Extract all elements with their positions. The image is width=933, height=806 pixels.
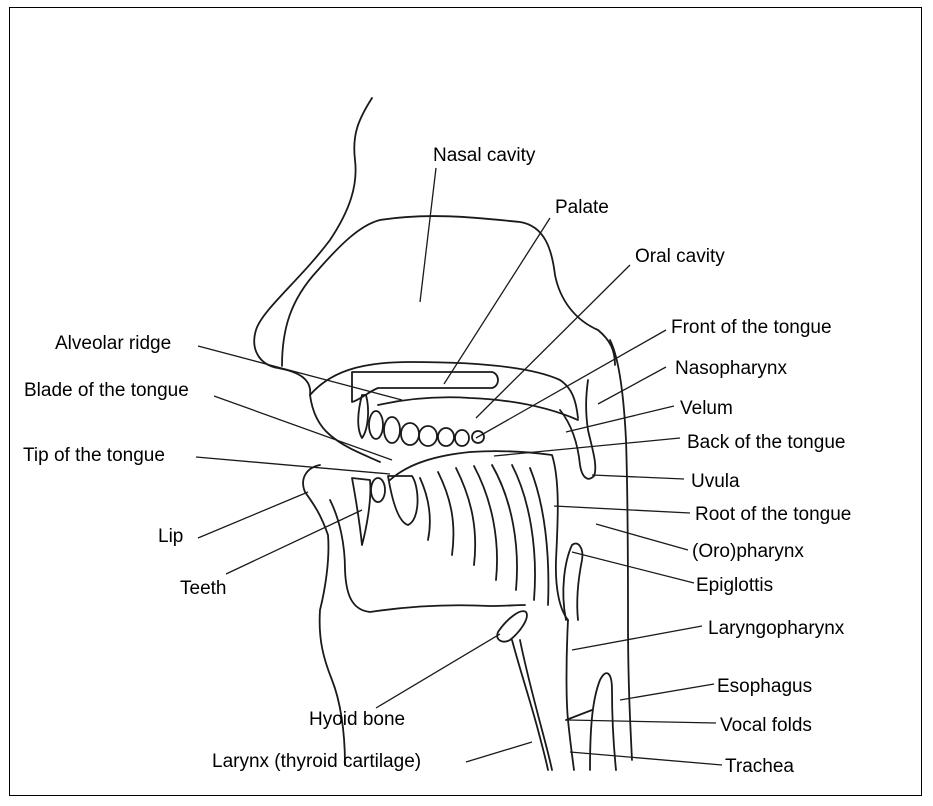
label-oral-cavity: Oral cavity xyxy=(635,246,725,267)
larynx-front xyxy=(567,620,575,770)
label-blade-of-tongue: Blade of the tongue xyxy=(24,380,189,401)
pharynx-back-wall xyxy=(610,340,632,760)
leader-tip-tongue xyxy=(196,457,390,474)
hyoid-bone-shape xyxy=(497,611,527,641)
label-alveolar-ridge: Alveolar ridge xyxy=(55,333,171,354)
upper-teeth xyxy=(358,395,484,446)
leader-root-tongue xyxy=(554,506,690,513)
label-hyoid-bone: Hyoid bone xyxy=(309,709,405,730)
leader-lip xyxy=(198,492,308,538)
leader-oral-cavity xyxy=(476,265,630,418)
label-esophagus: Esophagus xyxy=(717,676,812,697)
label-velum: Velum xyxy=(680,398,733,419)
vocal-fold-shape xyxy=(566,710,592,720)
label-root-of-tongue: Root of the tongue xyxy=(695,504,851,525)
leader-larynx xyxy=(466,742,532,762)
leader-alveolar-ridge xyxy=(198,346,402,400)
leader-esophagus xyxy=(620,684,714,700)
label-vocal-folds: Vocal folds xyxy=(720,715,812,736)
face-outline xyxy=(254,98,372,395)
label-nasal-cavity: Nasal cavity xyxy=(433,145,536,166)
label-trachea: Trachea xyxy=(725,756,794,777)
leader-oropharynx xyxy=(596,524,688,550)
label-epiglottis: Epiglottis xyxy=(696,575,773,596)
label-uvula: Uvula xyxy=(691,471,740,492)
palate-outline xyxy=(310,362,578,418)
label-tip-of-tongue: Tip of the tongue xyxy=(23,445,165,466)
thyroid-cartilage-2 xyxy=(520,640,552,770)
label-larynx: Larynx (thyroid cartilage) xyxy=(212,751,421,772)
leader-teeth xyxy=(226,510,362,574)
leader-nasal-cavity xyxy=(420,168,436,302)
label-teeth: Teeth xyxy=(180,578,226,599)
epiglottis-shape xyxy=(563,543,582,620)
leader-blade-tongue xyxy=(214,396,392,460)
label-front-of-tongue: Front of the tongue xyxy=(671,317,832,338)
leader-velum xyxy=(566,406,674,432)
leader-front-tongue xyxy=(476,330,666,438)
leader-back-tongue xyxy=(494,438,680,456)
thyroid-cartilage xyxy=(512,640,548,770)
leader-laryngopharynx xyxy=(572,626,702,650)
tongue-muscle-lines xyxy=(420,465,548,605)
leader-vocal-folds xyxy=(568,720,716,723)
leader-epiglottis xyxy=(572,552,694,583)
leader-uvula xyxy=(592,475,684,479)
leader-trachea xyxy=(570,752,722,765)
labels: Nasal cavity Palate Oral cavity Front of… xyxy=(23,145,851,777)
label-oropharynx: (Oro)pharynx xyxy=(692,541,804,562)
leader-palate xyxy=(444,218,550,384)
label-lip: Lip xyxy=(158,526,183,547)
label-back-of-tongue: Back of the tongue xyxy=(687,432,845,453)
label-nasopharynx: Nasopharynx xyxy=(675,358,787,379)
label-laryngopharynx: Laryngopharynx xyxy=(708,618,845,639)
label-palate: Palate xyxy=(555,197,609,218)
leader-hyoid xyxy=(376,634,500,708)
leader-nasopharynx xyxy=(598,367,666,404)
